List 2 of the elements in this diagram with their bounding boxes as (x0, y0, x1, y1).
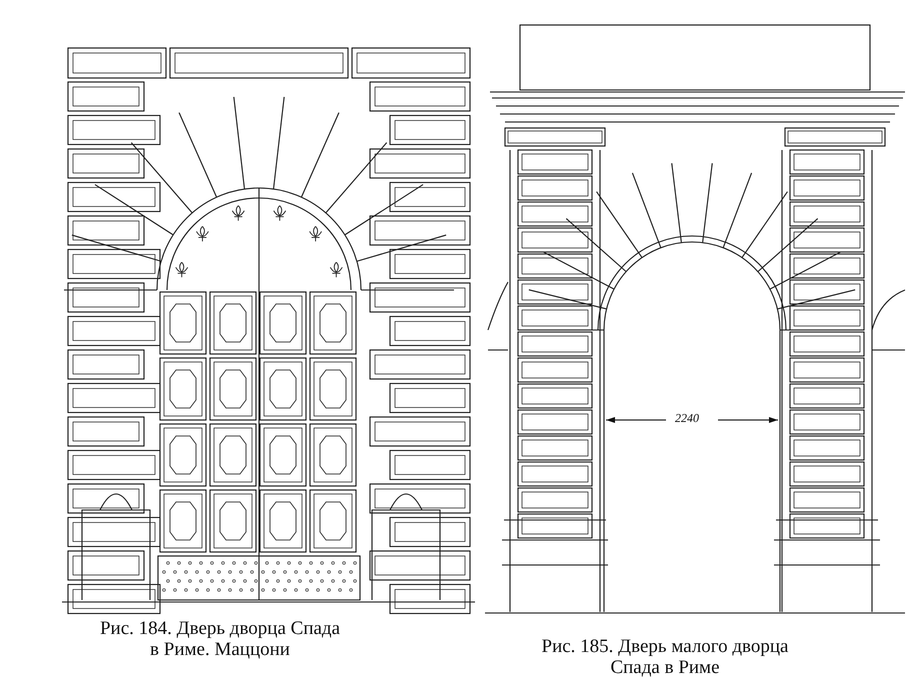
figure-caption: Рис. 184. Дверь дворца Спада в Риме. Маццони (98, 618, 342, 660)
figure-caption: Рис. 185. Дверь малого дворца Спада в Риме (540, 636, 790, 678)
